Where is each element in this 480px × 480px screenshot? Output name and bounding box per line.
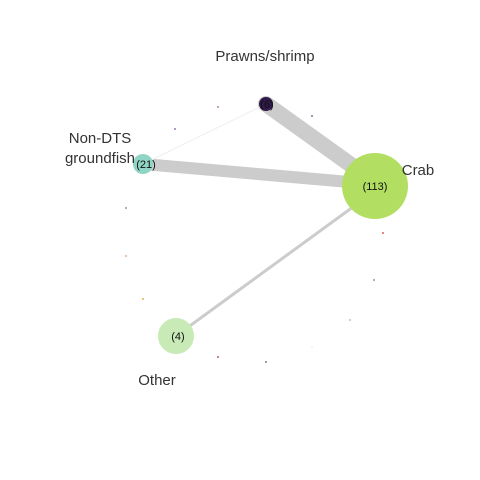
node-other[interactable] xyxy=(158,318,194,354)
minor-node xyxy=(311,346,313,348)
edge-other-crab xyxy=(175,194,369,338)
minor-node xyxy=(125,207,127,209)
minor-node xyxy=(373,279,375,281)
edge-groundfish-crab xyxy=(137,158,378,190)
count-crab: (113) xyxy=(363,181,388,193)
minor-node xyxy=(217,356,219,358)
node-groundfish[interactable] xyxy=(133,154,153,174)
minor-node xyxy=(265,361,267,363)
count-groundfish: (21) xyxy=(136,159,156,171)
minor-node xyxy=(311,115,313,117)
minor-node xyxy=(382,232,384,234)
node-labels: Prawns/shrimp Non-DTS groundfish Crab Ot… xyxy=(65,48,434,389)
edges xyxy=(137,96,380,338)
minor-node xyxy=(174,128,176,130)
label-crab: Crab xyxy=(402,162,435,179)
node-prawns[interactable] xyxy=(259,97,273,111)
count-other: (4) xyxy=(171,331,184,343)
edge-groundfish-prawns xyxy=(142,103,267,165)
label-groundfish-line1: Non-DTS xyxy=(69,130,132,147)
minor-node xyxy=(125,255,127,257)
label-prawns: Prawns/shrimp xyxy=(215,48,314,65)
label-groundfish-line2: groundfish xyxy=(65,150,135,167)
count-prawns: (6) xyxy=(260,99,273,111)
main-nodes xyxy=(133,97,408,354)
count-labels: (6) (21) (113) (4) xyxy=(136,99,387,343)
node-crab[interactable] xyxy=(342,153,408,219)
minor-nodes xyxy=(125,106,384,363)
minor-node xyxy=(349,319,351,321)
minor-node xyxy=(217,106,219,108)
minor-node xyxy=(142,298,144,300)
label-other: Other xyxy=(138,372,176,389)
